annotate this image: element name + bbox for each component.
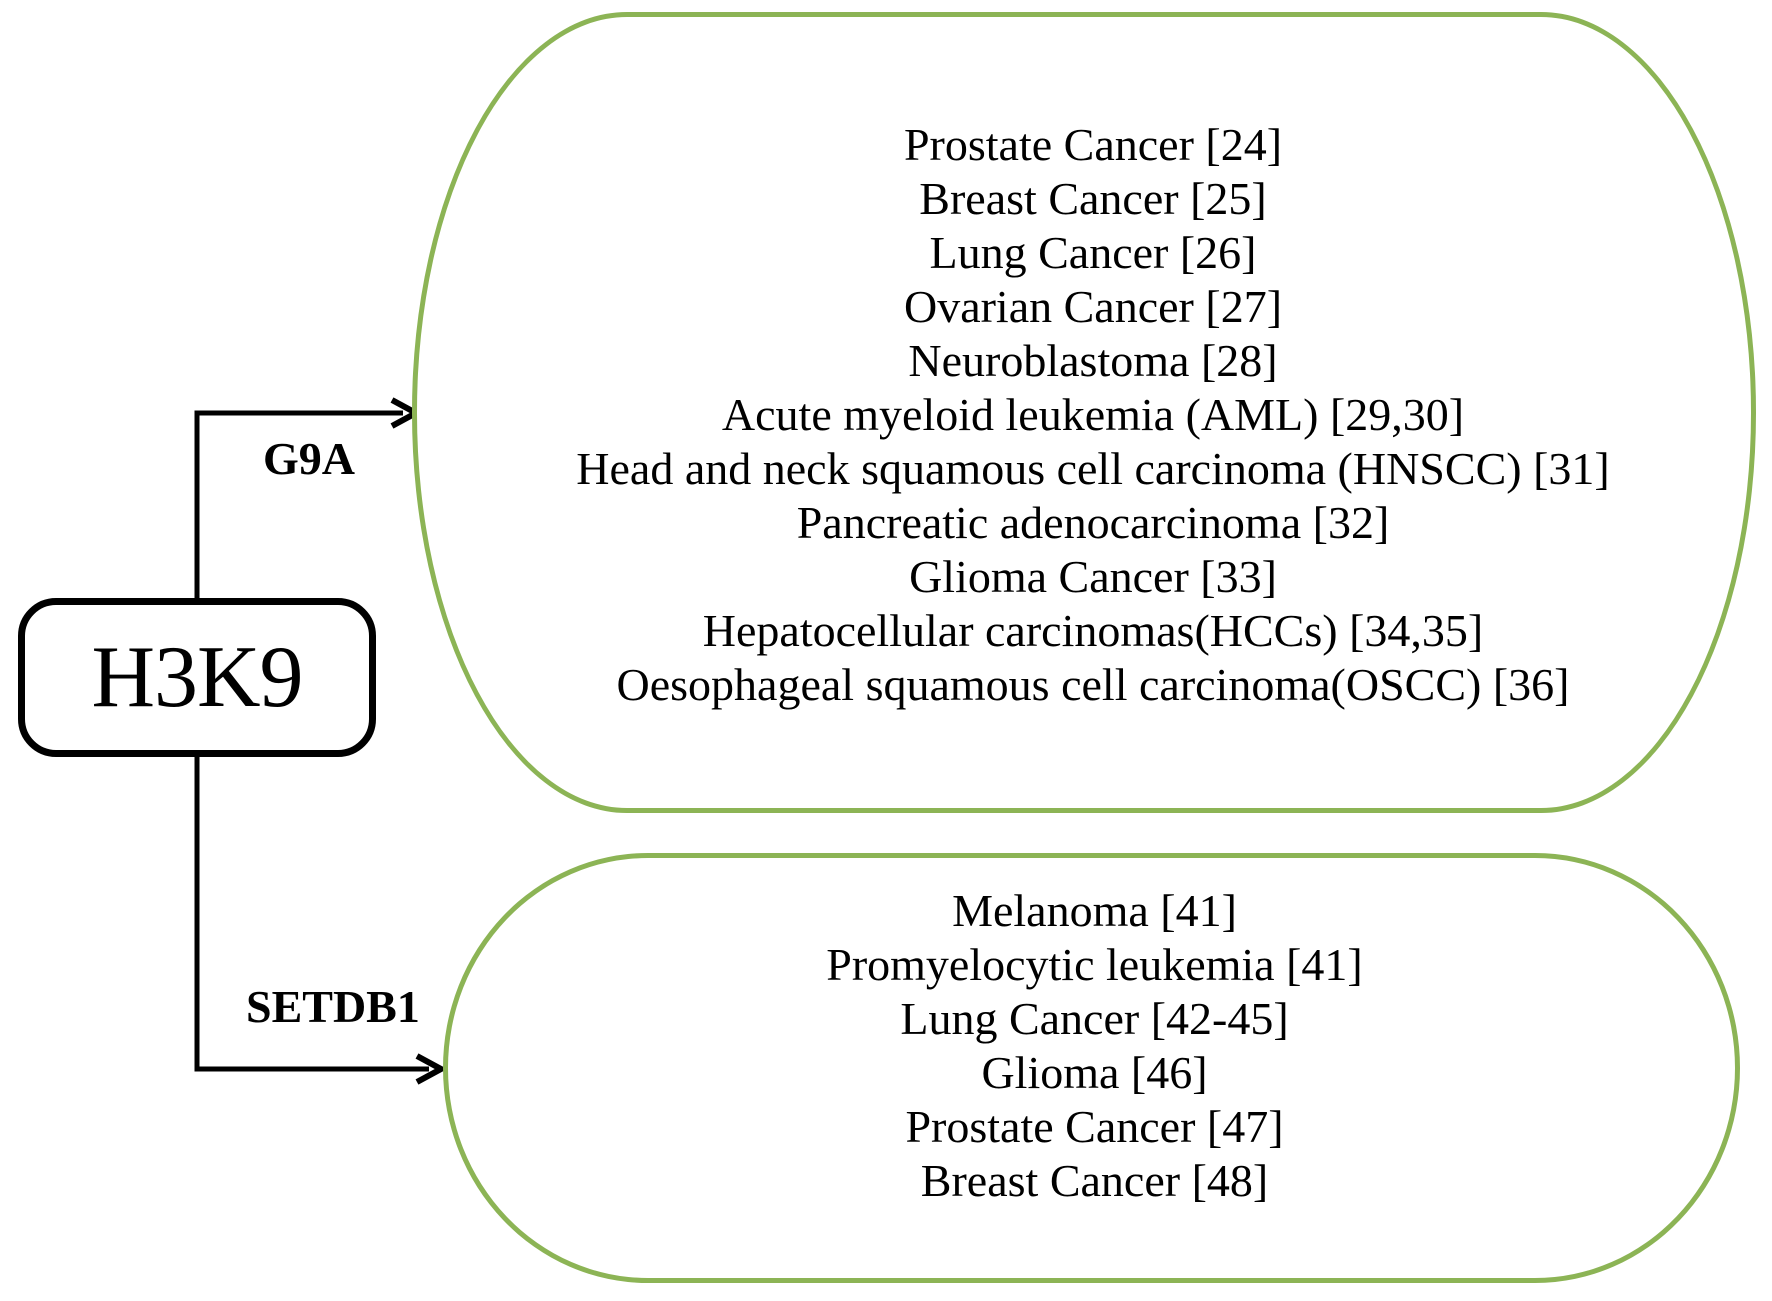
- cancer-list-item: Acute myeloid leukemia (AML) [29,30]: [721, 389, 1465, 440]
- cancer-list-item: Lung Cancer [26]: [929, 227, 1257, 278]
- setdb1-arrow-line: [194, 755, 429, 1072]
- setdb1-arrowhead-icon: [415, 1053, 448, 1085]
- cancer-list-item: Glioma [46]: [981, 1047, 1208, 1098]
- setdb1-cancer-list: Melanoma [41]Promyelocytic leukemia [41]…: [448, 858, 1735, 1208]
- h3k9-label: H3K9: [91, 628, 303, 726]
- cancer-list-item: Breast Cancer [25]: [919, 173, 1267, 224]
- cancer-list-item: Breast Cancer [48]: [920, 1155, 1269, 1206]
- g9a-cancer-box: Prostate Cancer [24]Breast Cancer [25]Lu…: [412, 12, 1756, 813]
- cancer-list-item: Prostate Cancer [47]: [905, 1101, 1284, 1152]
- g9a-arrow: [194, 397, 423, 600]
- cancer-list-item: Oesophageal squamous cell carcinoma(OSCC…: [616, 659, 1570, 710]
- cancer-list-item: Glioma Cancer [33]: [909, 551, 1277, 602]
- cancer-list-item: Neuroblastoma [28]: [908, 335, 1278, 386]
- cancer-list-item: Pancreatic adenocarcinoma [32]: [796, 497, 1390, 548]
- setdb1-label: SETDB1: [246, 981, 420, 1032]
- setdb1-arrow: [194, 755, 448, 1085]
- g9a-label: G9A: [263, 433, 355, 484]
- setdb1-cancer-box: Melanoma [41]Promyelocytic leukemia [41]…: [443, 853, 1740, 1283]
- cancer-list-item: Prostate Cancer [24]: [903, 119, 1283, 170]
- g9a-arrow-line: [194, 410, 403, 600]
- cancer-list-item: Melanoma [41]: [952, 885, 1237, 936]
- cancer-list-item: Hepatocellular carcinomas(HCCs) [34,35]: [702, 605, 1484, 656]
- cancer-list-item: Lung Cancer [42-45]: [900, 993, 1289, 1044]
- cancer-list-item: Head and neck squamous cell carcinoma (H…: [576, 443, 1610, 494]
- h3k9-node: H3K9: [18, 598, 376, 757]
- cancer-list-item: Promyelocytic leukemia [41]: [826, 939, 1363, 990]
- cancer-list-item: Ovarian Cancer [27]: [903, 281, 1283, 332]
- g9a-cancer-list: Prostate Cancer [24]Breast Cancer [25]Lu…: [417, 17, 1751, 712]
